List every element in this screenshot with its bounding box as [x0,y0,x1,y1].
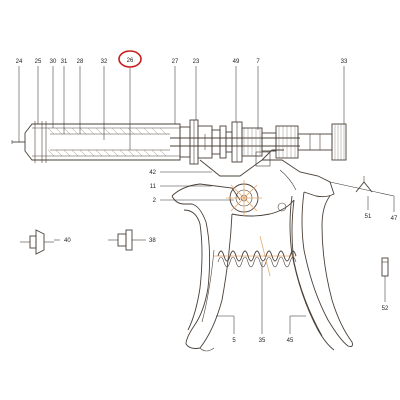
part-51-clip [355,176,373,193]
label-51: 51 [365,214,372,220]
part-40-valve [20,229,54,255]
spring [214,235,297,277]
label-45: 45 [287,338,294,344]
label-7: 7 [256,59,260,65]
part-38-valve [108,229,140,251]
label-5: 5 [232,338,236,344]
label-26: 26 [127,58,134,64]
label-30: 30 [50,59,57,65]
label-11: 11 [150,184,157,190]
label-2: 2 [153,198,157,204]
label-40: 40 [64,238,71,244]
label-49: 49 [233,59,240,65]
highlight-circle-26 [118,50,142,68]
label-27: 27 [172,59,179,65]
syringe-frame-handle [171,149,353,352]
label-23: 23 [193,59,200,65]
label-31: 31 [61,59,68,65]
label-33: 33 [341,59,348,65]
label-25: 25 [35,59,42,65]
part-52-pin [381,257,389,277]
leader-lines [18,66,395,334]
plunger-assembly [170,119,347,165]
label-28: 28 [77,59,84,65]
label-35: 35 [259,338,266,344]
label-42: 42 [149,170,156,176]
label-52: 52 [382,306,389,312]
pivot-wheel [226,180,262,216]
syringe-barrel [11,121,181,163]
label-47: 47 [391,216,398,222]
label-24: 24 [16,59,23,65]
label-32: 32 [101,59,108,65]
callout-labels: 24 25 30 31 28 32 26 27 23 49 7 33 42 11… [16,58,398,344]
label-38: 38 [149,238,156,244]
